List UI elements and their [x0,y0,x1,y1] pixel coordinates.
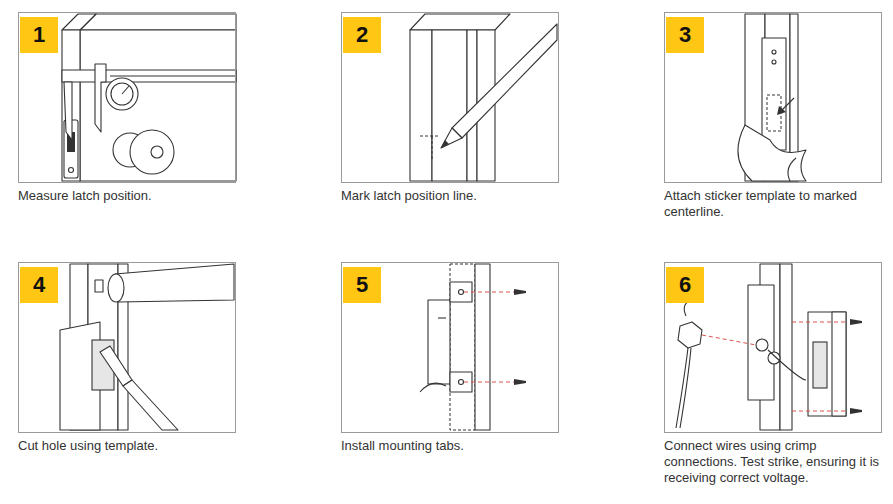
step-panel: 3Attach sticker template to marked cente… [664,12,886,220]
arrow-head [777,106,786,115]
marking-illustration [410,14,557,181]
terminal [768,352,780,364]
door-top-edge [62,14,96,30]
step-number: 1 [33,22,45,48]
door-edge [432,30,467,181]
strike-faceplate [832,312,846,416]
electric-strike [808,312,846,416]
panel-frame: 3 [664,12,882,183]
panel-frame: 5 [341,262,559,433]
screw [514,289,526,295]
frame-edge [450,264,475,430]
tab-hole [459,290,464,295]
tab-hole [459,380,464,385]
guide-line [702,335,756,345]
door-edge [62,30,80,181]
template-hole [95,280,103,292]
step-panel: 6Connect wires using crimp connections. … [664,262,886,486]
caliper-dial [111,83,133,105]
mark-line [432,136,433,160]
pencil-lead [441,140,449,148]
mallet [115,264,234,302]
step-caption: Mark latch position line. [341,188,563,204]
chisel-handle [123,380,178,430]
wire-nut [678,322,702,348]
mark-line [420,136,440,137]
step-number-box: 1 [20,17,58,53]
tabs-illustration [420,264,526,430]
strike-wire [768,350,806,380]
mallet-face [108,274,124,302]
panel-frame: 4 [18,262,236,433]
template-illustration [738,14,806,181]
mounting-plate [748,285,774,400]
step-caption: Cut hole using template. [18,438,240,454]
screw [514,379,526,385]
cutting-illustration [60,264,234,430]
curved-arrow [420,383,446,392]
door-top [80,14,236,30]
chisel-blade [100,346,132,386]
strike-plate [428,300,450,384]
step-caption: Connect wires using crimp connections. T… [664,438,886,486]
frame-edge [475,264,490,430]
screw [850,408,862,414]
step-number: 4 [33,272,45,298]
screw [69,168,74,173]
guide-line [464,382,514,383]
step-caption: Attach sticker template to marked center… [664,188,886,220]
step-number-box: 3 [666,17,704,53]
keyhole [151,146,163,158]
tab-marker [438,317,446,318]
caliper-jaw [64,82,72,140]
door-edge [410,30,432,181]
step-number: 6 [679,272,691,298]
step-number-box: 4 [20,267,58,303]
step-number-box: 6 [666,267,704,303]
step-caption: Measure latch position. [18,188,240,204]
screw [850,319,862,325]
frame-edge [780,264,792,430]
dial-needle [122,86,129,94]
sticker-curl [788,158,796,181]
sticker-curl [738,125,806,181]
guide-line [792,322,848,323]
panel-frame: 6 [664,262,882,433]
template-hole [772,60,776,64]
caliper-jaw [95,64,106,132]
template-hole [772,50,776,54]
sticker-template [762,38,786,150]
caliper-dial [106,78,138,110]
guide-line [464,292,514,293]
wire [680,348,691,428]
door-knob [130,130,174,174]
step-panel: 5Install mounting tabs. [341,262,563,454]
step-number: 5 [356,272,368,298]
panel-frame: 1 [18,12,236,183]
step-number-box: 5 [343,267,381,303]
pencil-body [452,24,557,138]
strike-keeper [813,342,827,388]
step-panel: 4Cut hole using template. [18,262,240,454]
step-panel: 2Mark latch position line. [341,12,563,204]
caliper-scale [110,75,236,76]
step-number-box: 2 [343,17,381,53]
step-caption: Install mounting tabs. [341,438,563,454]
caliper-illustration [62,14,236,181]
pencil-tip [441,128,462,148]
mounting-tab [450,372,472,392]
panel-frame: 2 [341,12,559,183]
step-panel: 1Measure latch position. [18,12,240,204]
step-number: 3 [679,22,691,48]
mounting-tab [450,282,472,302]
door-top [410,14,510,30]
terminal [756,339,768,351]
caliper-bar [62,70,236,82]
guide-line [792,411,848,412]
door-face [80,30,236,181]
step-number: 2 [356,22,368,48]
